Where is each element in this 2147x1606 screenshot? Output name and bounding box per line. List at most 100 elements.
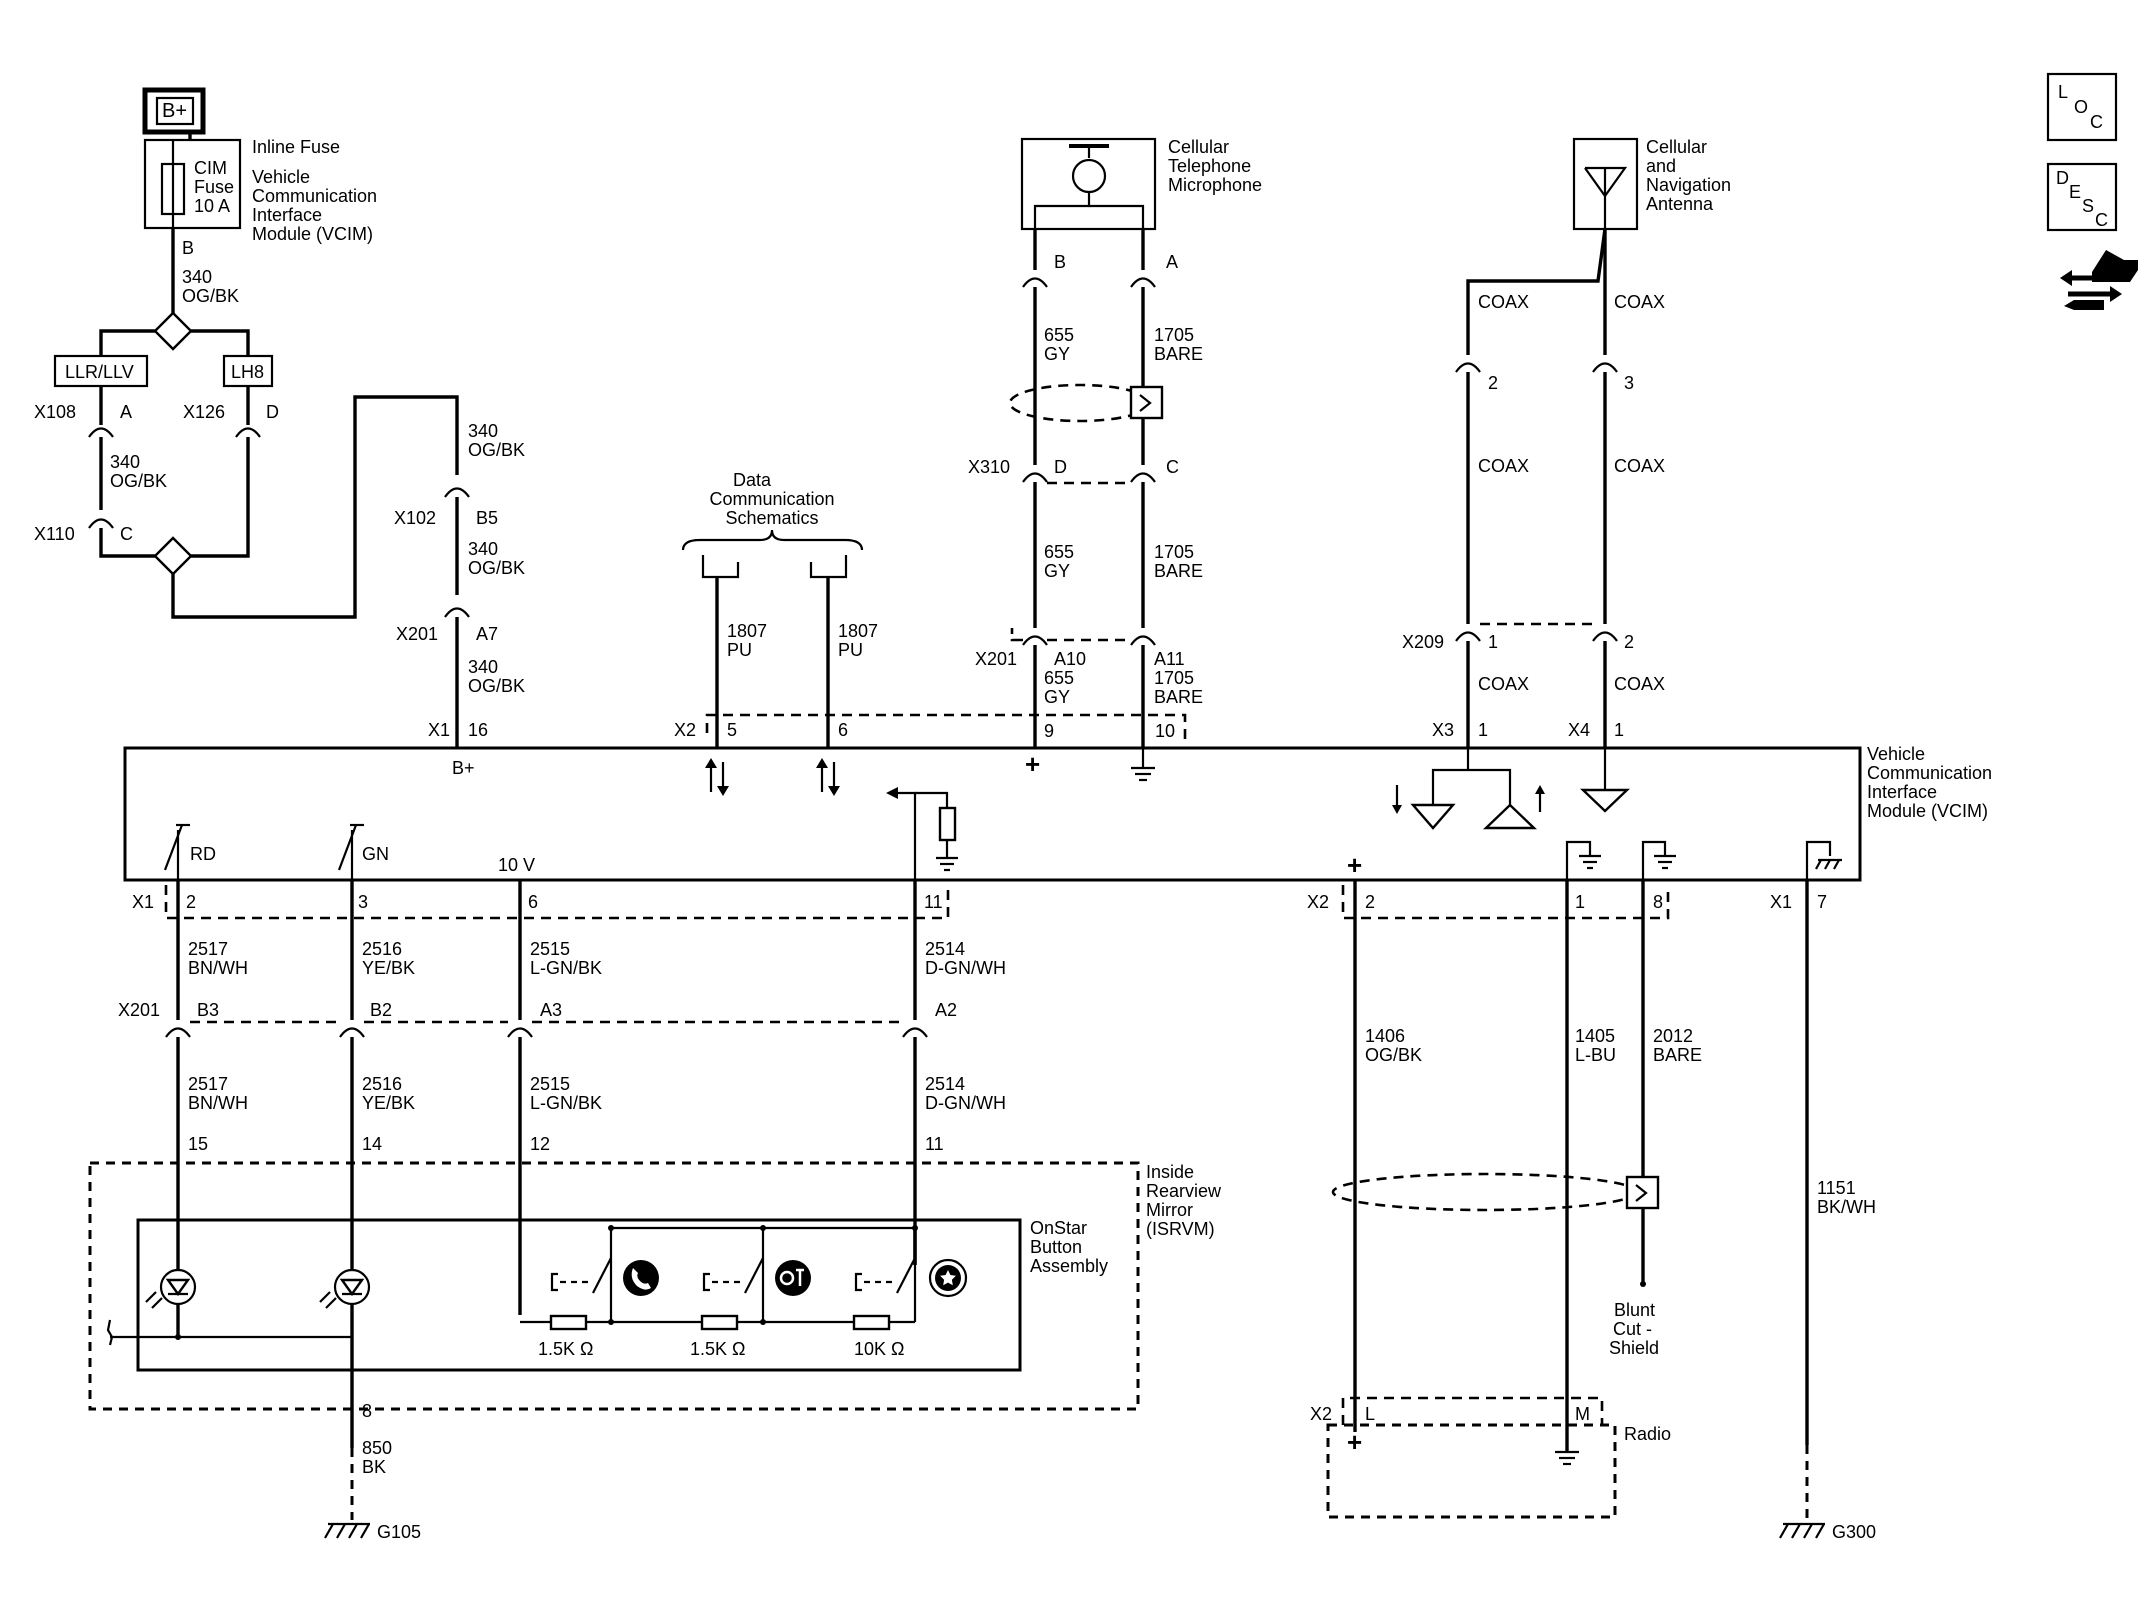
- x201-a3-connector: [507, 1027, 533, 1038]
- splice-top: [153, 311, 193, 351]
- gn-switch-symbol: [337, 823, 364, 880]
- mic-title-2: Telephone: [1168, 156, 1251, 176]
- vcim-10v-label: 10 V: [498, 855, 535, 875]
- resistor-1: [549, 1314, 588, 1331]
- wire-1705-num-3: 1705: [1154, 668, 1194, 688]
- inline-fuse-title: Inline Fuse: [252, 137, 340, 157]
- loc-icon[interactable]: [2046, 72, 2118, 142]
- mirror-title-3: Mirror: [1146, 1200, 1193, 1220]
- mic-shield-ellipse: [1008, 383, 1152, 423]
- mirror-pin-8: 8: [362, 1401, 372, 1421]
- x2-connector-dashes: [705, 713, 1187, 740]
- resistor-3-value: 10K Ω: [854, 1339, 904, 1359]
- loc-button[interactable]: L O C: [2046, 72, 2118, 142]
- pin11-pullup-resistor: [886, 787, 958, 880]
- microphone-section: Cellular Telephone Microphone B A 655 GY…: [968, 137, 1262, 748]
- connector-end-view-icon[interactable]: [2060, 250, 2138, 310]
- data-pin-6: 6: [838, 720, 848, 740]
- data-arrows-pin6: [816, 758, 840, 796]
- mic-title-3: Microphone: [1168, 175, 1262, 195]
- x3-pin: 1: [1478, 720, 1488, 740]
- connector-end-view-button[interactable]: [2060, 250, 2138, 310]
- connector-x102: [444, 487, 470, 498]
- radio-connector-dashes: [1341, 1396, 1604, 1425]
- wire-340-color-5: OG/BK: [468, 676, 525, 696]
- coax-label-1: COAX: [1478, 292, 1529, 312]
- fuse-module-line-3: Interface: [252, 205, 322, 225]
- wire-2514-num-1: 2514: [925, 939, 965, 959]
- desc-icon[interactable]: [2046, 162, 2118, 232]
- ground-g105-symbol: [324, 1522, 370, 1539]
- antenna-internal-symbols: [1392, 748, 1630, 830]
- x209-pin-2: 2: [1624, 632, 1634, 652]
- fuse-module-line-1: Vehicle: [252, 167, 310, 187]
- desc-letter-c: C: [2095, 210, 2108, 230]
- wire-1405-color: L-BU: [1575, 1045, 1616, 1065]
- wire-2515-num-2: 2515: [530, 1074, 570, 1094]
- data-communication-section: Data Communication Schematics 1807 PU 18…: [674, 470, 1187, 748]
- x2-lower-dashes: [1341, 885, 1670, 920]
- resistor-2: [700, 1314, 739, 1331]
- wire-1807-num-1: 1807: [727, 621, 767, 641]
- mic-pin-9: 9: [1044, 721, 1054, 741]
- wire-655-color-3: GY: [1044, 687, 1070, 707]
- x310-pin-c: C: [1166, 457, 1179, 477]
- antenna-section: Cellular and Navigation Antenna COAX COA…: [1402, 137, 1731, 748]
- wire-850-num: 850: [362, 1438, 392, 1458]
- connector-x110: [88, 518, 114, 529]
- x201-pin-b2: B2: [370, 1000, 392, 1020]
- wire-2517-num-1: 2517: [188, 939, 228, 959]
- shield-label-2: Cut -: [1613, 1319, 1652, 1339]
- led-green-indicator: [319, 1268, 371, 1337]
- wire-2515-color-1: L-GN/BK: [530, 958, 602, 978]
- fuse-label-2: Fuse: [194, 177, 234, 197]
- x209-pin-1: 1: [1488, 632, 1498, 652]
- vcim-title-4: Module (VCIM): [1867, 801, 1988, 821]
- lower-pin-11: 11: [924, 892, 943, 912]
- wire-2012-num: 2012: [1653, 1026, 1693, 1046]
- phone-icon: [623, 1260, 659, 1296]
- coax-label-3: COAX: [1478, 456, 1529, 476]
- coax-label-5: COAX: [1478, 674, 1529, 694]
- x201-b3-connector: [165, 1027, 191, 1038]
- mic-pin-b: B: [1054, 252, 1066, 272]
- antenna-title-1: Cellular: [1646, 137, 1707, 157]
- onstar-button-switch: [702, 1257, 811, 1296]
- x1-ground-label: X1: [1770, 892, 1792, 912]
- x201-a10-connector: [1022, 635, 1048, 646]
- wire-1705-color-2: BARE: [1154, 561, 1203, 581]
- radio-pin-m: M: [1575, 1404, 1590, 1424]
- desc-button[interactable]: D E S C: [2046, 162, 2118, 232]
- isrvm-outline: [88, 1161, 1140, 1411]
- antenna-title-2: and: [1646, 156, 1676, 176]
- desc-letter-d: D: [2056, 168, 2069, 188]
- x2-plus-symbol: +: [1347, 850, 1362, 880]
- antenna-pin-3: 3: [1624, 373, 1634, 393]
- button-title-1: OnStar: [1030, 1218, 1087, 1238]
- microphone-box: [1020, 137, 1157, 231]
- mic-pin-a-connector: [1130, 277, 1156, 288]
- x310-label: X310: [968, 457, 1010, 477]
- x3-label: X3: [1432, 720, 1454, 740]
- wire-1405-num: 1405: [1575, 1026, 1615, 1046]
- x2-pin-1: 1: [1575, 892, 1585, 912]
- vcim-title-3: Interface: [1867, 782, 1937, 802]
- x201-mic-label: X201: [975, 649, 1017, 669]
- x201-pin-a11: A11: [1154, 649, 1185, 669]
- vcim-chassis-ground: [1805, 840, 1842, 880]
- wire-2012-color: BARE: [1653, 1045, 1702, 1065]
- wire-2515-color-2: L-GN/BK: [530, 1093, 602, 1113]
- resistor-3: [852, 1314, 891, 1331]
- wire-2517-num-2: 2517: [188, 1074, 228, 1094]
- resistor-2-value: 1.5K Ω: [690, 1339, 746, 1359]
- data-comm-title-3: Schematics: [725, 508, 818, 528]
- coax-label-6: COAX: [1614, 674, 1665, 694]
- wire-2516-num-2: 2516: [362, 1074, 402, 1094]
- mic-pin-10: 10: [1155, 721, 1175, 741]
- x201-power-pin: A7: [476, 624, 498, 644]
- wire-2516-color-1: YE/BK: [362, 958, 415, 978]
- antenna-pin-2: 2: [1488, 373, 1498, 393]
- data-pin-5: 5: [727, 720, 737, 740]
- wire-2516-num-1: 2516: [362, 939, 402, 959]
- mirror-pin-11: 11: [925, 1134, 944, 1154]
